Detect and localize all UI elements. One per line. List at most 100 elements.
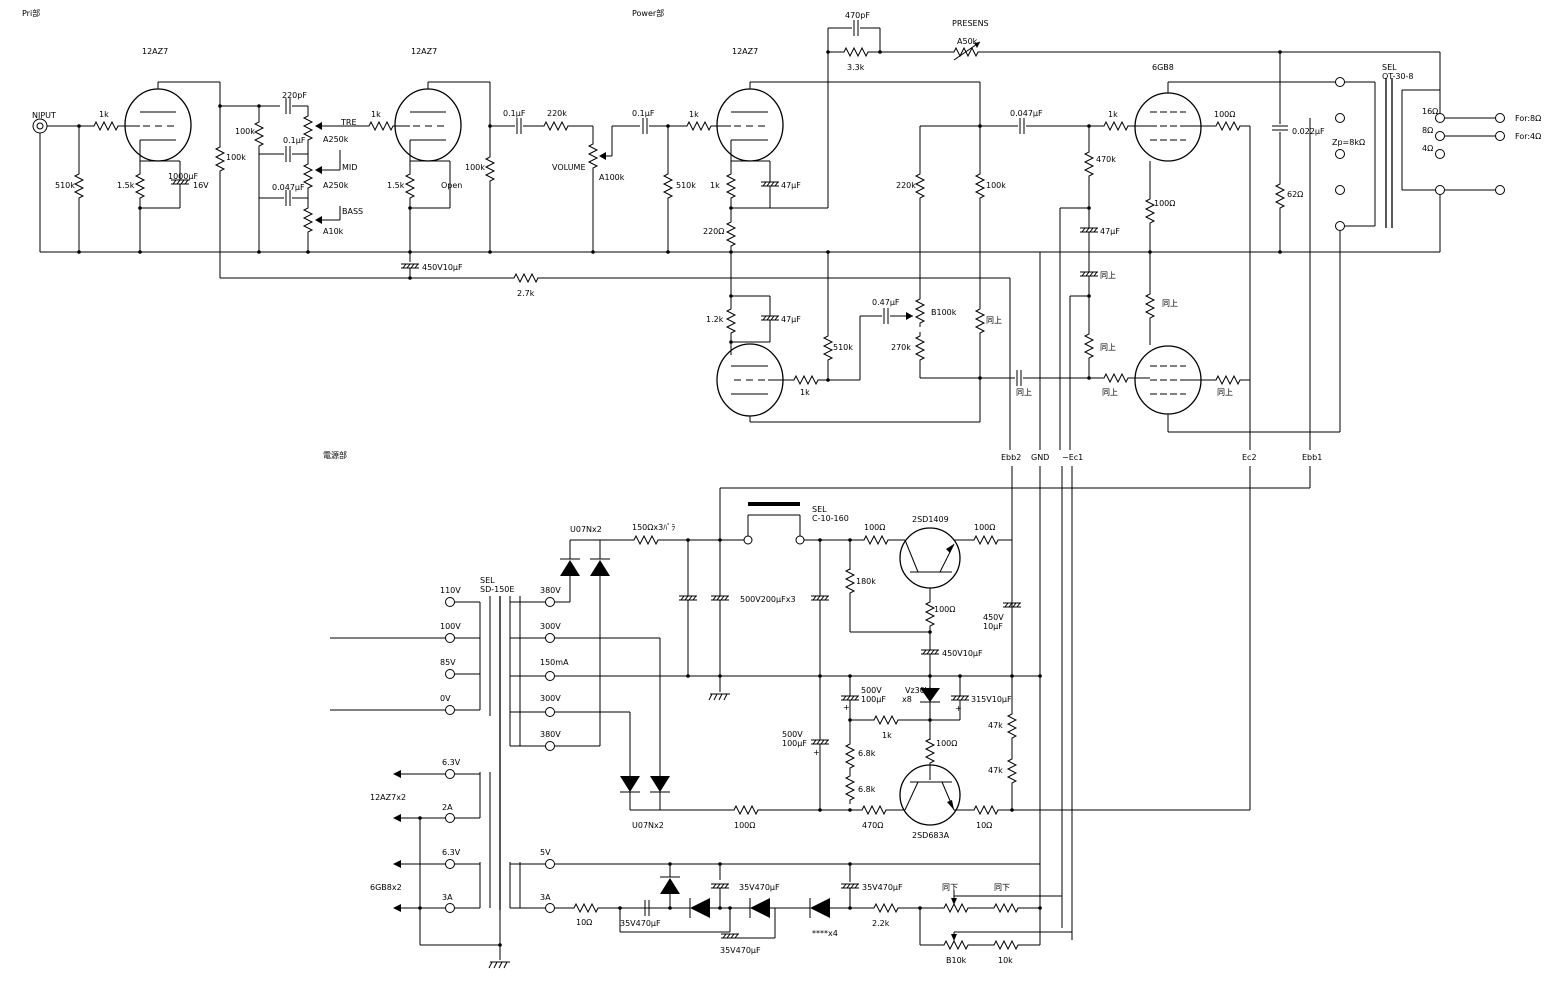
same-label-4: 同上 — [1100, 271, 1116, 280]
same-label-6: 同上 — [1162, 299, 1178, 308]
pot-bass-label: A10k — [323, 227, 344, 236]
tre-label: TRE — [340, 118, 357, 127]
r-68a-label: 6.8k — [858, 749, 876, 758]
diode-top-b — [590, 560, 610, 576]
r-1ko-label: 1k — [1108, 110, 1118, 119]
pot-vol-label: A100k — [599, 173, 625, 182]
input-jack — [32, 118, 48, 134]
r-grid-label: 510k — [55, 181, 75, 190]
c-47b-label: 47μF — [781, 315, 801, 324]
transistor-q1 — [899, 527, 961, 589]
input-label: NIPUT — [32, 111, 56, 120]
c-dec-label: 450V10μF — [422, 263, 463, 272]
same-label-5: 同上 — [1100, 343, 1116, 352]
r-in3-label: 1k — [689, 110, 699, 119]
r-100ob-label: 100Ω — [1214, 110, 1235, 119]
q2-label: 2SD683A — [912, 831, 950, 840]
section-label-supply: 電源部 — [323, 450, 347, 460]
r-in-label: 1k — [99, 110, 109, 119]
tube-v2-label: 12AZ7 — [411, 47, 437, 56]
tube-out-a — [1134, 92, 1202, 162]
section-label-pre: Pri部 — [22, 8, 40, 18]
bus-ebb1-label: Ebb1 — [1302, 453, 1322, 462]
bus-gnd-label: GND — [1031, 453, 1049, 462]
prim-0-label: 0V — [440, 694, 451, 703]
r-100a-label: 100Ω — [864, 523, 885, 532]
r-100e-label: 100Ω — [936, 739, 957, 748]
c-450c-label: 450V10μF — [942, 649, 983, 658]
diode-bot-b — [650, 776, 670, 792]
r-470-label: 470Ω — [862, 821, 883, 830]
same-label-2: 同上 — [1016, 388, 1032, 397]
c-nfb-label: 470pF — [845, 11, 870, 20]
c-450-label: 450V — [983, 613, 1004, 622]
r-1kb-label: 1k — [800, 388, 810, 397]
r-1k-label: 1k — [882, 731, 892, 740]
c-cpl1-label: 0.1μF — [503, 109, 526, 118]
q1-label: 2SD1409 — [912, 515, 949, 524]
r-100c-label: 100Ω — [934, 605, 955, 614]
diode-bot-a — [620, 776, 640, 792]
r-22k-label: 2.2k — [872, 919, 890, 928]
prim-85-label: 85V — [440, 658, 456, 667]
tap-8-label: 8Ω — [1422, 126, 1433, 135]
bias-3a-label: 3A — [540, 893, 551, 902]
r-plate1-label: 100k — [226, 153, 246, 162]
c-k1-voltage: 16V — [193, 181, 209, 190]
pot-mid-label: A250k — [323, 181, 349, 190]
r-100k-label: 100k — [986, 181, 1006, 190]
c-mid-label: 0.1μF — [283, 136, 306, 145]
bus-ec2-label: Ec2 — [1242, 453, 1257, 462]
heater-3a-label: 3A — [442, 893, 453, 902]
mid-label: MID — [342, 163, 357, 172]
power-supply: SEL SD-150E 110V 100V 85V 0V 6.3V 2A 6.3… — [330, 488, 1250, 969]
r-150-label: 150Ωx3ﾊﾟﾗ — [632, 523, 675, 532]
c-cpl2-label: 0.1μF — [632, 109, 655, 118]
diode-bias-b — [690, 898, 710, 918]
r-510kb-label: 510k — [833, 343, 853, 352]
c-35c-label: 35V470μF — [720, 946, 761, 955]
r-180k-label: 180k — [856, 577, 876, 586]
c-500c-label: 500V — [782, 730, 803, 739]
sec-300a-label: 300V — [540, 622, 561, 631]
r-12k-label: 1.2k — [706, 315, 724, 324]
r-47b-label: 47k — [988, 766, 1003, 775]
bass-label: BASS — [342, 207, 363, 216]
r-47a-label: 47k — [988, 721, 1003, 730]
r-220k-label: 220k — [896, 181, 916, 190]
zener-count-label: x8 — [902, 695, 912, 704]
c-k3-label: 47μF — [781, 181, 801, 190]
tube-v2 — [394, 88, 462, 162]
c-bass-label: 0.047μF — [272, 183, 305, 192]
diodes-label: ****x4 — [812, 929, 838, 938]
pot-pres-label: A50k — [957, 37, 978, 46]
d-top-label: U07Nx2 — [570, 525, 602, 534]
heater-load2-label: 6GB8x2 — [370, 883, 402, 892]
r-tone-label: 100k — [235, 127, 255, 136]
c-500d-label: 100μF — [782, 739, 807, 748]
heater-63a-label: 6.3V — [442, 758, 461, 767]
r-10k-label: 10k — [998, 956, 1013, 965]
pot-b100k-label: B100k — [931, 308, 957, 317]
pot-tre-label: A250k — [323, 135, 349, 144]
same-label-1: 同上 — [986, 316, 1002, 325]
c-47c-label: 47μF — [1100, 227, 1120, 236]
transistor-q2 — [899, 764, 961, 826]
heater-2a-label: 2A — [442, 803, 453, 812]
c-35d-label: 35V470μF — [862, 883, 903, 892]
phase-inverter-stage: 1k 12AZ7 1k 47μF 220Ω 3.3k — [682, 11, 1541, 433]
c-315-plus: + — [955, 704, 962, 713]
tube-v3 — [716, 88, 784, 162]
r-10b-label: 10Ω — [576, 918, 592, 927]
tube-v3-label: 12AZ7 — [732, 47, 758, 56]
zener-diode — [920, 688, 940, 702]
ot-name-label: OT-30-8 — [1382, 72, 1414, 81]
tube-v1 — [124, 88, 192, 162]
zp-label: Zp=8kΩ — [1332, 138, 1365, 147]
r-68b-label: 6.8k — [858, 785, 876, 794]
r-270k-label: 270k — [891, 343, 911, 352]
r-10-label: 10Ω — [976, 821, 992, 830]
c-0022-label: 0.022μF — [1292, 127, 1325, 136]
same-label-3: 同上 — [1102, 388, 1118, 397]
